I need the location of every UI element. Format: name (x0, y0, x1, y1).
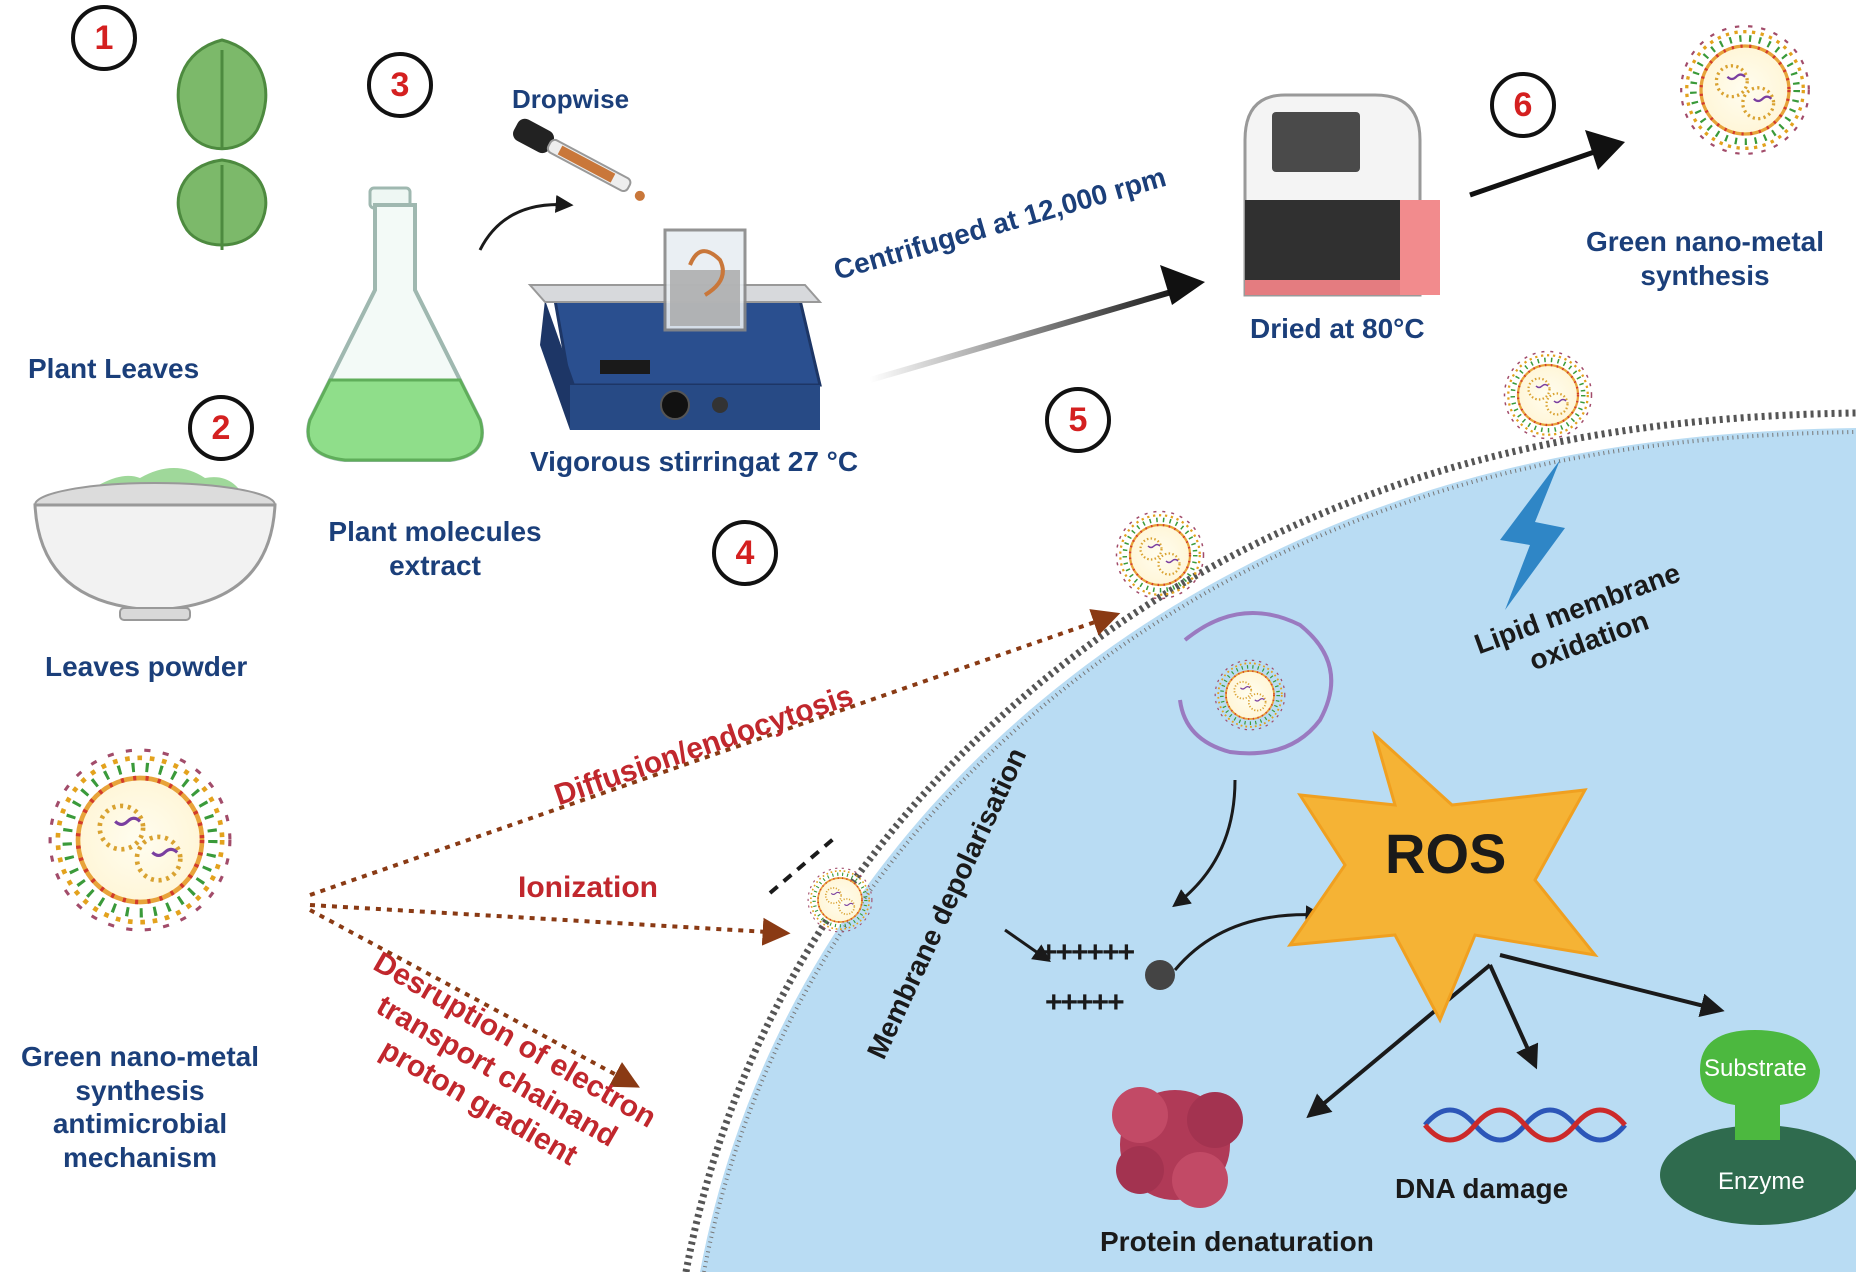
plant-molecules-label: Plant molecules extract (300, 515, 570, 582)
stirrer-icon (527, 228, 823, 430)
dna-icon (1423, 1107, 1627, 1143)
enzyme-label: Enzyme (1718, 1168, 1805, 1195)
protein-icon (1112, 1087, 1243, 1208)
step-6-badge: 6 (1490, 72, 1556, 138)
cell-membrane-inner (702, 430, 1856, 1272)
plant-molecules-line-1: Plant molecules (328, 516, 542, 547)
dna-damage-label: DNA damage (1395, 1173, 1569, 1204)
plant-leaves-label: Plant Leaves (28, 353, 200, 384)
ionization-arrow (309, 903, 791, 946)
green-synthesis-line-1: Green nano-metal (1585, 226, 1825, 257)
bowl-icon (33, 468, 277, 621)
dryer-icon (1243, 93, 1440, 297)
mechanism-label: Green nano-metal synthesis antimicrobial… (0, 1040, 280, 1174)
dropper-icon (513, 118, 645, 201)
step-4-badge: 4 (712, 520, 778, 586)
step-2-badge: 2 (188, 395, 254, 461)
nanoparticle-product (1681, 26, 1809, 154)
nanoparticle-large (50, 750, 230, 930)
step-3-badge: 3 (367, 52, 433, 118)
ionization-dash (768, 833, 840, 895)
ros-label: ROS (1385, 822, 1507, 885)
dried-label: Dried at 80°C (1250, 313, 1425, 344)
cell-body (700, 428, 1856, 1272)
charges-row-1: ++++++ (1040, 936, 1135, 969)
leaves-icon (176, 38, 268, 250)
protein-denaturation-label: Protein denaturation (1100, 1226, 1374, 1257)
nanoparticle-diffusion (1117, 512, 1204, 599)
ros-to-dna-arrow (1488, 964, 1539, 1070)
ros-star (1286, 730, 1599, 1024)
ros-to-protein-arrow (1306, 963, 1492, 1119)
mechanism-line-1: Green nano-metal (20, 1041, 260, 1072)
to-ros-arrow (1173, 905, 1324, 971)
substrate-label: Substrate (1704, 1055, 1807, 1082)
centrifuged-arrow-head (1160, 265, 1205, 305)
endocytosis-down-arrow (1172, 779, 1237, 908)
substrate-shape (1700, 1030, 1820, 1140)
green-synthesis-line-2: synthesis (1640, 259, 1770, 291)
step-5-badge: 5 (1045, 387, 1111, 453)
plant-molecules-line-2: extract (389, 549, 481, 581)
ros-to-enzyme-arrow (1499, 953, 1725, 1017)
stirring-label: Vigorous stirringat 27 °C (530, 446, 859, 477)
cell-membrane-outer (682, 409, 1856, 1272)
mechanism-line-2: synthesis (75, 1074, 205, 1106)
mechanism-line-3: antimicrobial (52, 1108, 228, 1140)
dropwise-label: Dropwise (512, 84, 630, 114)
leaves-powder-label: Leaves powder (45, 651, 248, 682)
nanoparticle-lipid (1505, 352, 1592, 439)
step-1-badge: 1 (71, 5, 137, 71)
charges-row-2: +++++ (1045, 986, 1125, 1019)
synthesis-arrow-head (1585, 130, 1625, 170)
endocytosis-vesicle (1178, 611, 1334, 756)
ionization-label: Ionization (518, 871, 658, 904)
flask-icon (306, 186, 484, 462)
charged-particle (1145, 960, 1175, 990)
centrifuged-arrow (869, 285, 1186, 383)
green-synthesis-label: Green nano-metal synthesis (1555, 225, 1855, 292)
enzyme-shape (1660, 1125, 1856, 1225)
depolarisation-arrow (1004, 928, 1051, 963)
mechanism-line-4: mechanism (62, 1141, 218, 1173)
synthesis-arrow (1469, 147, 1601, 198)
lightning-bolt-icon (1500, 460, 1565, 610)
flask-to-beaker-arrow (478, 194, 574, 251)
